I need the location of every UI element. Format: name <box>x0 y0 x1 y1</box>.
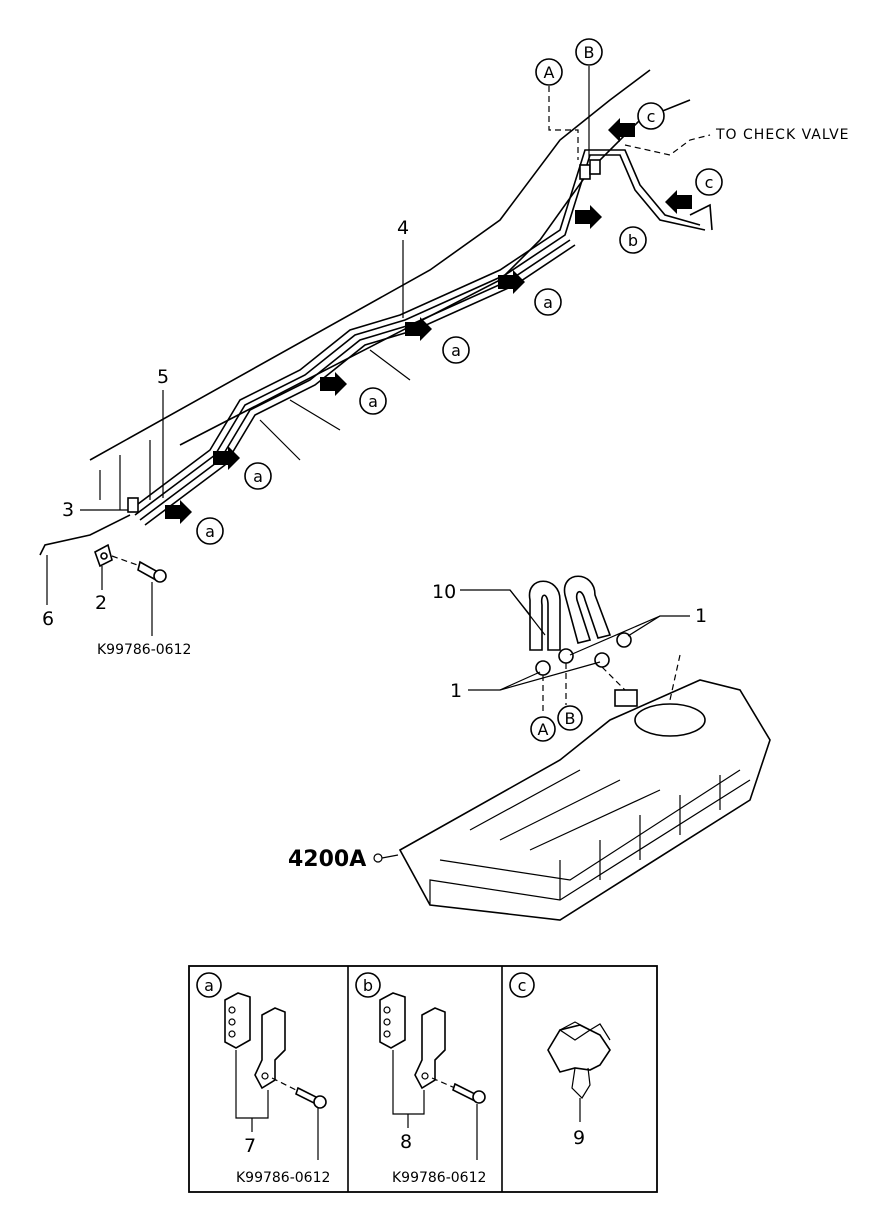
diagram-label: a <box>368 392 378 411</box>
part-5-label: 5 <box>157 366 169 388</box>
diagram-label: c <box>647 107 656 126</box>
marker-c-upper-2: c <box>695 168 723 196</box>
diagram-label: A <box>544 63 555 82</box>
part-4-label: 4 <box>397 217 409 239</box>
part-3-label: 3 <box>62 499 74 521</box>
circle-markers-upper: a a a a a b c c A B <box>196 38 723 545</box>
diagram-label: B <box>565 709 576 728</box>
diagram-label: b <box>363 976 373 995</box>
marker-a-5: a <box>534 288 562 316</box>
part-1-label-left: 1 <box>450 680 462 702</box>
diagram-label: c <box>518 976 527 995</box>
diagram-label: b <box>628 231 638 250</box>
upper-part-labels: 4 5 3 6 2 K99786-0612 <box>42 217 409 658</box>
diagram-label: a <box>204 976 214 995</box>
diagram-label: a <box>451 341 461 360</box>
fuel-lines <box>39 149 713 556</box>
detail-panel-b: b 8 K99786-0612 <box>355 972 486 1186</box>
clamp-arrows <box>165 118 692 524</box>
marker-A-upper: A <box>535 58 563 86</box>
marker-a-4: a <box>442 336 470 364</box>
marker-a-3: a <box>359 387 387 415</box>
floor-outline <box>89 69 691 510</box>
bolt-code-a: K99786-0612 <box>236 1170 330 1186</box>
bolt-code-b: K99786-0612 <box>392 1170 486 1186</box>
part-8-label: 8 <box>400 1131 412 1153</box>
diagram-label: c <box>705 173 714 192</box>
marker-B-lower: B <box>557 705 583 731</box>
diagram-label: B <box>584 43 595 62</box>
diagram-label: A <box>538 720 549 739</box>
bracket-part-2 <box>94 543 167 583</box>
marker-B-upper: B <box>575 38 603 66</box>
diagram-label: a <box>543 293 553 312</box>
fuel-tank <box>398 679 771 921</box>
to-check-valve-label: TO CHECK VALVE <box>715 127 850 143</box>
detail-panel-c: c 9 <box>509 972 611 1149</box>
diagram-label: a <box>205 522 215 541</box>
marker-c-upper-1: c <box>637 102 665 130</box>
part-2-label: 2 <box>95 592 107 614</box>
part-6-label: 6 <box>42 608 54 630</box>
hoses-part-10 <box>528 575 681 712</box>
tank-labels: 10 1 1 A B 4200A <box>288 581 707 872</box>
diagram-label: a <box>253 467 263 486</box>
part-9-label: 9 <box>573 1127 585 1149</box>
part-10-label: 10 <box>432 581 456 603</box>
detail-panels: a 7 K99786-0612 b 8 <box>188 965 658 1193</box>
part-1-label-right: 1 <box>695 605 707 627</box>
bolt-code-upper: K99786-0612 <box>97 642 191 658</box>
part-7-label: 7 <box>244 1135 256 1157</box>
marker-a-1: a <box>196 517 224 545</box>
marker-A-lower: A <box>530 716 556 742</box>
tank-ref-label: 4200A <box>288 847 366 872</box>
detail-panel-a: a 7 K99786-0612 <box>196 972 330 1186</box>
marker-b-upper: b <box>619 226 647 254</box>
marker-a-2: a <box>244 462 272 490</box>
